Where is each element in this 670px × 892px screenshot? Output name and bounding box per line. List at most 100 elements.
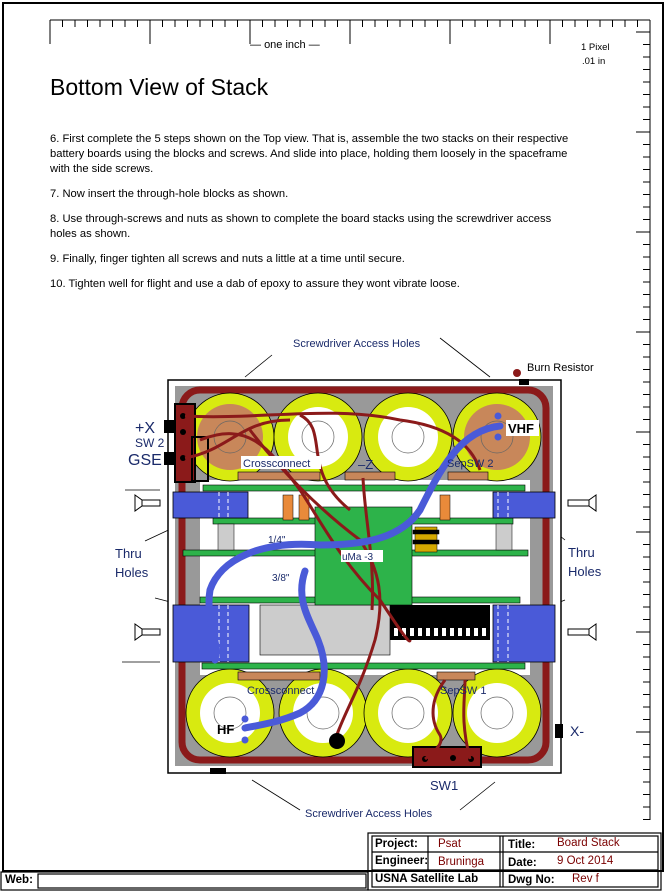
connector-pin (466, 628, 470, 636)
vhf-coax (205, 422, 504, 664)
engineer-label: Engineer: (375, 855, 429, 867)
screw-icon (134, 494, 161, 512)
battery-core (378, 407, 438, 467)
board (201, 662, 526, 670)
gray-module (259, 604, 391, 656)
one-inch-label: one inch (264, 39, 306, 51)
date-label: Date: (508, 857, 537, 869)
dwg-label: Dwg No: (508, 874, 555, 886)
ruler-label: — one inch — (250, 39, 320, 51)
wire (299, 413, 351, 512)
plus-x-label: +X (135, 420, 155, 437)
wire (248, 429, 382, 741)
step-6: 6. First complete the 5 steps shown on t… (50, 133, 569, 175)
minus-z-label: –Z (358, 457, 373, 472)
minus-x-tab (555, 724, 563, 738)
title-label: Title: (508, 839, 536, 851)
connector-pin (482, 628, 486, 636)
sw2-label: SW 2 (135, 436, 165, 450)
step-7: 7. Now insert the through-hole blocks as… (50, 188, 289, 200)
hf-coax (241, 567, 328, 732)
minus-x-label: X- (570, 723, 584, 739)
thru-hole-paths (218, 492, 509, 662)
screw-icon (567, 623, 597, 641)
connector-pin (418, 628, 422, 636)
connector-pin (450, 628, 454, 636)
bottom-tab (210, 768, 226, 774)
connector-pin (410, 628, 414, 636)
page-frame (2, 2, 664, 872)
battery-terminal (306, 696, 340, 730)
header-connector (390, 605, 490, 640)
sw2-switch (164, 403, 209, 483)
thru-holes-left-1: Thru (115, 546, 142, 561)
title-block-grid (0, 832, 662, 891)
coax-cables (205, 422, 504, 732)
date-value: 9 Oct 2014 (557, 855, 614, 867)
quarter-inch-label: 1/4" (268, 535, 286, 546)
step-8: 8. Use through-screws and nuts as shown … (50, 213, 552, 240)
burn-resistor-label: Burn Resistor (527, 362, 594, 374)
battery-core (467, 683, 527, 743)
antenna-terminals (241, 412, 502, 744)
sw1-label: SW1 (430, 778, 458, 793)
scale-line1: 1 Pixel (581, 42, 610, 53)
battery-terminal (480, 696, 514, 730)
chip-label: uMa -3 (342, 552, 374, 563)
dwg-value: Rev f (572, 873, 599, 885)
step-9: 9. Finally, finger tighten all screws an… (50, 253, 405, 265)
battery-terminal (480, 420, 514, 454)
page-title: Bottom View of Stack (50, 74, 269, 100)
hf-label: HF (217, 722, 234, 737)
sepsw1-label: SepSW 1 (440, 685, 486, 697)
jumper-block (412, 526, 440, 553)
connector-strips (237, 471, 489, 681)
thru-holes-right-2: Holes (568, 564, 602, 579)
connector-pins (394, 628, 486, 636)
connector-pin (474, 628, 478, 636)
screw-icon (567, 494, 597, 512)
wire (462, 679, 472, 760)
crossconnect-top-label: Crossconnect (243, 458, 310, 470)
gse-label: GSE (128, 452, 162, 469)
org-label: USNA Satellite Lab (375, 873, 479, 885)
side-screws (134, 494, 597, 641)
thru-holes-right-1: Thru (568, 545, 595, 560)
ruler (49, 19, 651, 820)
connector-pin (394, 628, 398, 636)
top-access-label: Screwdriver Access Holes (293, 338, 421, 350)
wire (184, 418, 291, 460)
standoffs (217, 523, 513, 551)
connector-pin (402, 628, 406, 636)
three-eighths-label: 3/8" (272, 573, 290, 584)
project-label: Project: (375, 838, 418, 850)
battery-core (378, 683, 438, 743)
sepsw2-label: SepSW 2 (447, 458, 493, 470)
step-10: 10. Tighten well for flight and use a da… (50, 278, 460, 290)
burn-resistor (513, 369, 521, 377)
instructions: 6. First complete the 5 steps shown on t… (50, 132, 580, 302)
web-label: Web: (5, 874, 33, 886)
connector-pin (442, 628, 446, 636)
burn-resistor-mount (519, 379, 529, 385)
thru-holes-left-2: Holes (115, 565, 149, 580)
battery-terminal (391, 696, 425, 730)
battery-core (197, 404, 263, 470)
battery-core (288, 407, 348, 467)
bottom-access-label: Screwdriver Access Holes (305, 808, 433, 820)
crossconnect-bottom-label: Crossconnect (247, 685, 314, 697)
connector-pin (458, 628, 462, 636)
project-value: Psat (438, 838, 462, 850)
battery-terminal (213, 696, 247, 730)
screw-icon (134, 623, 161, 641)
scale-line2: .01 in (582, 56, 606, 67)
connector-pin (434, 628, 438, 636)
wire-anchor (329, 733, 345, 749)
vhf-label: VHF (508, 421, 534, 436)
connector-pin (426, 628, 430, 636)
wire (424, 679, 447, 761)
engineer-value: Bruninga (438, 856, 485, 868)
burn-wire-loop (178, 386, 550, 764)
wire (199, 432, 412, 643)
